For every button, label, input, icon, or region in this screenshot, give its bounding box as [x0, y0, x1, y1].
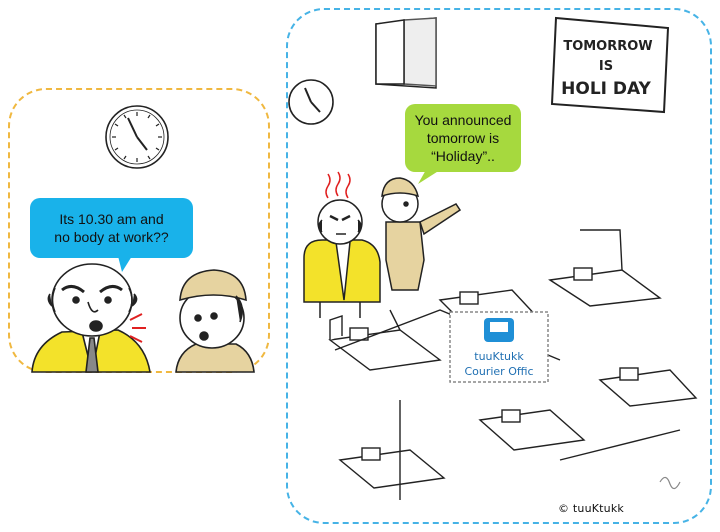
holiday-sign: TOMORROW IS HOLI DAY [550, 16, 670, 114]
shout-marks [129, 313, 146, 343]
wall-clock-right-icon [288, 79, 334, 125]
peon-speech-line-1: You announced [414, 112, 512, 128]
peon-figure-left [175, 269, 255, 373]
courier-office-poster: tuuKtukk Courier Offic [449, 311, 549, 383]
boss-figure-right [303, 199, 381, 318]
cubicle [548, 229, 662, 307]
peon-figure-right [381, 177, 462, 291]
cubicle [328, 309, 442, 371]
poster-subtitle: Courier Offic [464, 365, 533, 378]
boss-speech-bubble: Its 10.30 am and no body at work?? [30, 198, 193, 258]
steam-icon [325, 171, 351, 199]
poster-brand: tuuKtukk [474, 350, 524, 363]
sign-line-3: HOLI DAY [561, 79, 651, 99]
sign-line-1: TOMORROW [563, 39, 652, 54]
peon-bubble-tail [418, 168, 440, 184]
artist-signature [659, 476, 681, 490]
right-panel-frame [286, 8, 712, 524]
sign-line-2: IS [599, 59, 613, 74]
wall-clock-left-icon [105, 105, 169, 169]
copyright-credit: © tuuKtukk [558, 502, 624, 515]
cubicle [478, 409, 586, 451]
peon-speech-bubble: You announced tomorrow is “Holiday”.. [405, 104, 521, 172]
boss-speech-line-1: Its 10.30 am and [59, 211, 164, 227]
peon-speech-line-3: “Holiday”.. [431, 148, 495, 164]
boss-bubble-tail [118, 256, 132, 272]
boss-figure-left [31, 263, 151, 373]
cubicle [598, 367, 698, 407]
peon-speech-line-2: tomorrow is [426, 130, 500, 146]
open-door-icon [375, 17, 437, 89]
cubicle [338, 447, 446, 489]
boss-speech-line-2: no body at work?? [54, 229, 169, 245]
